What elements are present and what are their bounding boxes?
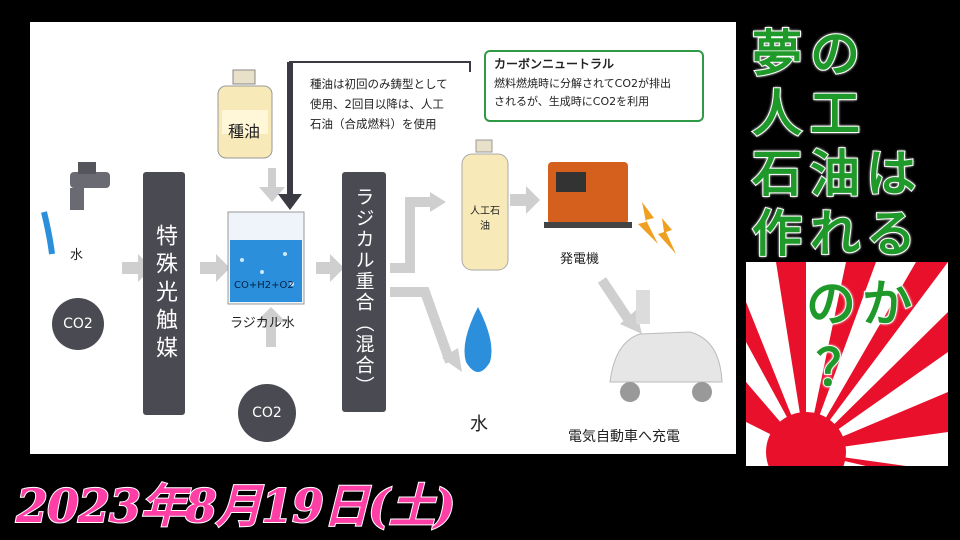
artificial-oil-label: 人工石油 [470, 206, 500, 232]
water-input-label: 水 [70, 248, 84, 263]
beaker-formula: CO+H2+O2 [234, 280, 294, 291]
title-char: の [805, 273, 857, 334]
generator-label: 発電機 [560, 252, 600, 267]
water-output-label: 水 [470, 414, 488, 435]
title-char: の [809, 23, 861, 84]
seed-oil-label: 種油 [228, 122, 261, 141]
electric-car-icon [609, 290, 723, 402]
title-char: は [865, 143, 917, 204]
diagram-graphics [41, 61, 723, 402]
title-char: か [861, 273, 913, 334]
diagram-panel: 水 CO2 特殊光触媒 種油 種油は初回のみ鋳型として 使用、2回目以降は、人工… [30, 22, 736, 454]
co2-input-circle: CO2 [52, 298, 104, 350]
faucet-icon [41, 162, 110, 255]
radical-water-label: ラジカル水 [230, 316, 295, 331]
title-char: 石 [751, 143, 803, 204]
ev-charge-label: 電気自動車へ充電 [568, 429, 680, 445]
title-char: 作 [751, 203, 803, 264]
generator-icon [544, 162, 632, 228]
title-char: 人 [751, 83, 803, 144]
seed-oil-bottle-icon [217, 69, 273, 159]
carbon-neutral-line: されるが、生成時にCO2を利用 [494, 95, 650, 108]
title-char: れ [809, 203, 861, 264]
carbon-neutral-line: 燃料燃焼時に分解されてCO2が排出 [494, 77, 672, 90]
title-char: る [865, 203, 917, 264]
artificial-oil-bottle-icon [461, 139, 509, 271]
co2-bottom-circle: CO2 [238, 384, 296, 442]
lightning-icon [638, 202, 676, 254]
title-char: 工 [809, 83, 861, 144]
carbon-neutral-title: カーボンニュートラル [494, 57, 615, 71]
seed-oil-note: 種油は初回のみ鋳型として 使用、2回目以降は、人工 石油（合成燃料）を使用 [310, 74, 448, 134]
title-char: 油 [809, 143, 861, 204]
seed-oil-note-line: 種油は初回のみ鋳型として [310, 77, 448, 91]
date-caption: 2023年8月19日(土) [15, 478, 457, 534]
rising-sun-flag [746, 262, 948, 466]
radical-polymerization-bar: ラジカル重合（混合） [342, 172, 386, 412]
water-drop-icon [464, 307, 492, 372]
carbon-neutral-box: カーボンニュートラル 燃料燃焼時に分解されてCO2が排出 されるが、生成時にCO… [484, 50, 704, 122]
photocatalyst-bar: 特殊光触媒 [143, 172, 185, 415]
title-char: ？ [815, 337, 867, 398]
beaker-icon [227, 211, 305, 305]
seed-oil-note-line: 石油（合成燃料）を使用 [310, 117, 437, 131]
title-char: 夢 [751, 23, 803, 84]
seed-oil-note-line: 使用、2回目以降は、人工 [310, 97, 444, 111]
